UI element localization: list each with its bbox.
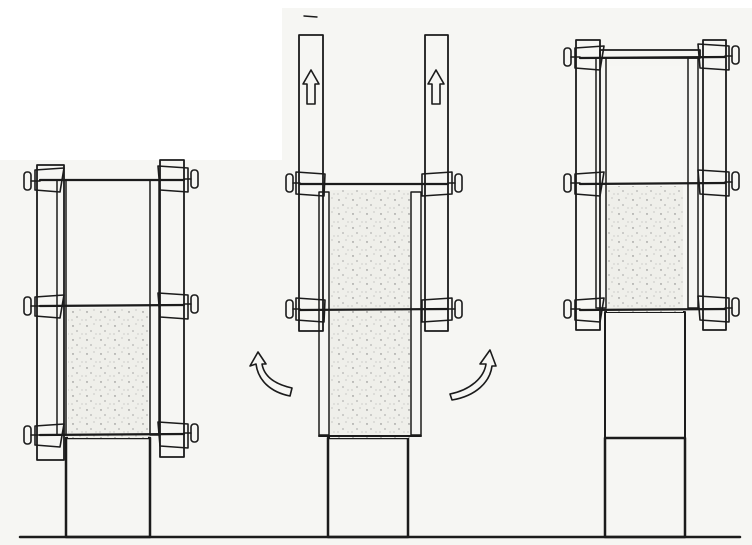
form-panel-left: [36, 164, 65, 461]
stage-1: [23, 159, 199, 539]
form-panel-right: [702, 39, 727, 331]
scan-mark: [303, 15, 318, 18]
empty-form-cavity: [607, 66, 683, 186]
tie-level: [563, 43, 740, 71]
tie-level: [285, 171, 463, 197]
tie-level: [563, 295, 740, 323]
form-panel-left: [575, 39, 601, 331]
stage-2: [249, 15, 497, 539]
tie-level: [285, 297, 463, 323]
stipple-concrete: [330, 190, 410, 438]
tie-level: [23, 165, 199, 193]
stage-3: [563, 39, 740, 539]
curved-arrow-icon: [449, 349, 497, 401]
up-arrow-icon: [427, 69, 445, 105]
curved-arrow-icon: [249, 351, 293, 397]
tie-level: [23, 421, 199, 449]
up-arrow-icon: [302, 69, 320, 105]
tie-level: [23, 292, 199, 320]
tie-level: [563, 169, 740, 197]
stipple-concrete: [607, 186, 683, 312]
stipple-concrete: [68, 308, 148, 438]
